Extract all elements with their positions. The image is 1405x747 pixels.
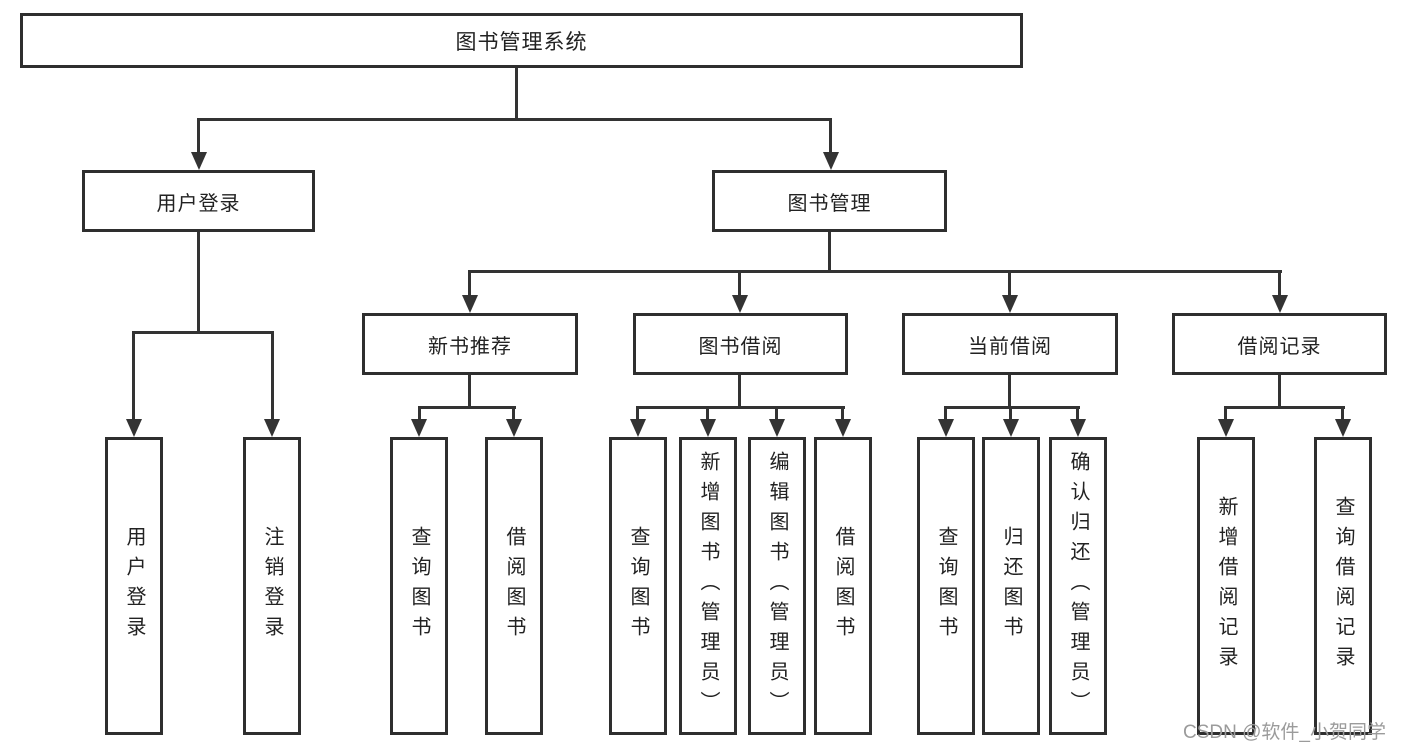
leaf-borrow-add-admin: 新增图书（管理员） — [679, 437, 737, 735]
arrowhead-down-icon — [1218, 419, 1234, 437]
node-label: 新书推荐 — [428, 335, 512, 358]
leaf-label: 查询图书 — [408, 526, 430, 646]
leaf-label: 查询借阅记录 — [1332, 496, 1354, 676]
leaf-newbook-query: 查询图书 — [390, 437, 448, 735]
connector-bookmgmt-hbar — [469, 270, 1282, 273]
arrowhead-down-icon — [411, 419, 427, 437]
leaf-borrow-borrow: 借阅图书 — [814, 437, 872, 735]
leaf-label: 确认归还（管理员） — [1067, 451, 1089, 721]
arrowhead-down-icon — [126, 419, 142, 437]
connector-stub — [1076, 406, 1079, 422]
arrowhead-down-icon — [506, 419, 522, 437]
node-new-book-recommend: 新书推荐 — [362, 313, 578, 375]
arrowhead-down-icon — [1002, 295, 1018, 313]
connector-stub — [841, 406, 844, 422]
connector-stub — [1341, 406, 1344, 422]
connector-stub — [1008, 270, 1011, 298]
node-label: 当前借阅 — [968, 335, 1052, 358]
arrowhead-down-icon — [264, 419, 280, 437]
node-user-login: 用户登录 — [82, 170, 315, 232]
leaf-label: 借阅图书 — [832, 526, 854, 646]
connector-root-trunk — [515, 66, 518, 119]
connector-borrow-hbar — [637, 406, 845, 409]
arrowhead-down-icon — [630, 419, 646, 437]
connector-stub — [944, 406, 947, 422]
leaf-label: 查询图书 — [935, 526, 957, 646]
arrowhead-down-icon — [700, 419, 716, 437]
connector-stub — [738, 270, 741, 298]
leaf-label: 归还图书 — [1000, 526, 1022, 646]
leaf-borrow-query: 查询图书 — [609, 437, 667, 735]
leaf-label: 编辑图书（管理员） — [766, 451, 788, 721]
arrowhead-down-icon — [835, 419, 851, 437]
node-current-borrow: 当前借阅 — [902, 313, 1118, 375]
leaf-label: 注销登录 — [261, 526, 283, 646]
connector-stub — [197, 118, 200, 154]
leaf-label: 借阅图书 — [503, 526, 525, 646]
leaf-records-add: 新增借阅记录 — [1197, 437, 1255, 735]
leaf-borrow-edit-admin: 编辑图书（管理员） — [748, 437, 806, 735]
connector-stub — [468, 270, 471, 298]
connector-userlogin-trunk — [197, 230, 200, 333]
connector-current-hbar — [945, 406, 1080, 409]
node-label: 借阅记录 — [1237, 335, 1322, 358]
connector-stub — [1224, 406, 1227, 422]
arrowhead-down-icon — [732, 295, 748, 313]
leaf-label: 用户登录 — [123, 526, 145, 646]
arrowhead-down-icon — [823, 152, 839, 170]
arrowhead-down-icon — [938, 419, 954, 437]
arrowhead-down-icon — [1070, 419, 1086, 437]
connector-root-hbar — [197, 118, 832, 121]
connector-stub — [1278, 270, 1281, 298]
connector-stub — [636, 406, 639, 422]
node-root-system: 图书管理系统 — [20, 13, 1023, 68]
connector-stub — [512, 406, 515, 422]
node-label: 图书管理 — [787, 192, 872, 215]
connector-newbook-hbar — [418, 406, 516, 409]
arrowhead-down-icon — [1335, 419, 1351, 437]
leaf-user-login: 用户登录 — [105, 437, 163, 735]
arrowhead-down-icon — [462, 295, 478, 313]
node-borrow-records: 借阅记录 — [1172, 313, 1387, 375]
connector-stub — [418, 406, 421, 422]
node-label: 图书借阅 — [698, 335, 783, 358]
connector-stub — [1009, 406, 1012, 422]
connector-stub — [706, 406, 709, 422]
node-label: 用户登录 — [156, 192, 241, 215]
arrowhead-down-icon — [191, 152, 207, 170]
connector-stub — [271, 331, 274, 421]
node-label: 图书管理系统 — [455, 30, 588, 54]
node-book-borrow: 图书借阅 — [633, 313, 848, 375]
leaf-current-confirm-admin: 确认归还（管理员） — [1049, 437, 1107, 735]
connector-current-trunk — [1008, 373, 1011, 409]
connector-borrow-trunk — [738, 373, 741, 409]
leaf-label: 新增图书（管理员） — [697, 451, 719, 721]
leaf-label: 查询图书 — [627, 526, 649, 646]
leaf-current-query: 查询图书 — [917, 437, 975, 735]
connector-stub — [132, 331, 135, 421]
leaf-label: 新增借阅记录 — [1215, 496, 1237, 676]
arrowhead-down-icon — [769, 419, 785, 437]
csdn-watermark: CSDN @软件_小贺同学 — [1183, 722, 1386, 743]
node-book-management: 图书管理 — [712, 170, 947, 232]
leaf-current-return: 归还图书 — [982, 437, 1040, 735]
connector-records-trunk — [1278, 373, 1281, 409]
leaf-logout: 注销登录 — [243, 437, 301, 735]
connector-newbook-trunk — [468, 373, 471, 409]
arrowhead-down-icon — [1272, 295, 1288, 313]
connector-userlogin-hbar — [132, 331, 274, 334]
connector-records-hbar — [1225, 406, 1345, 409]
connector-stub — [829, 118, 832, 154]
connector-stub — [775, 406, 778, 422]
leaf-newbook-borrow: 借阅图书 — [485, 437, 543, 735]
leaf-records-query: 查询借阅记录 — [1314, 437, 1372, 735]
connector-bookmgmt-trunk — [828, 230, 831, 273]
arrowhead-down-icon — [1003, 419, 1019, 437]
